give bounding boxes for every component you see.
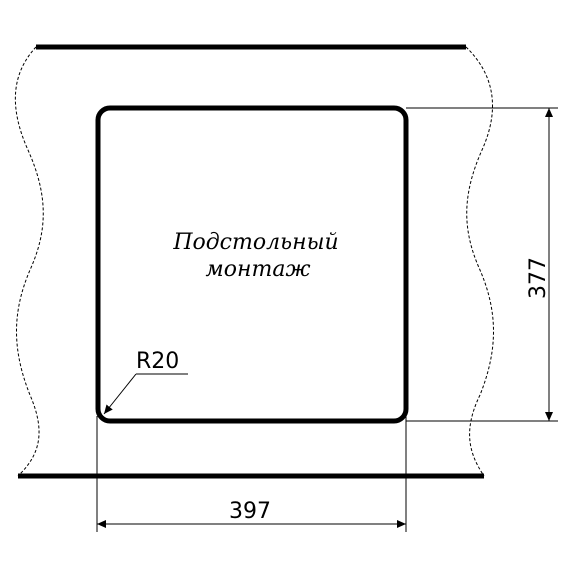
left-break-line bbox=[14, 46, 44, 477]
width-label: 397 bbox=[229, 499, 271, 524]
radius-label: R20 bbox=[136, 349, 179, 374]
mount-label-line2: монтаж bbox=[206, 257, 311, 282]
height-label: 377 bbox=[526, 257, 551, 299]
right-break-line bbox=[465, 46, 494, 477]
mount-label-line1: Подстольный bbox=[172, 230, 338, 255]
sink-outline bbox=[95, 105, 409, 424]
radius-leader-arrow bbox=[103, 373, 137, 415]
